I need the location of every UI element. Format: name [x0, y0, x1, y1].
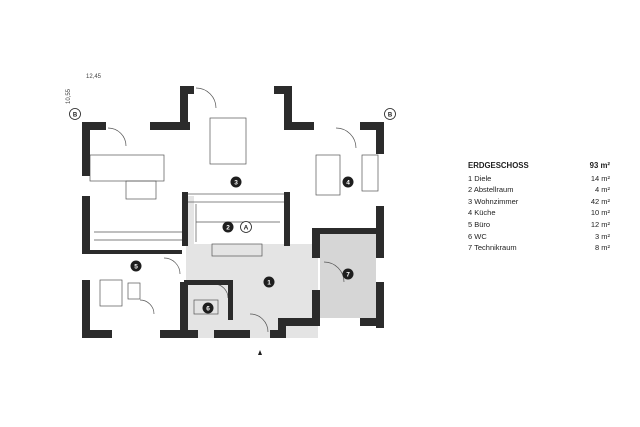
room-label: 1 Diele [468, 173, 492, 183]
svg-text:4: 4 [346, 179, 350, 186]
dimension-width: 12,45 [86, 74, 102, 80]
dimension-depth: 10,55 [66, 88, 72, 104]
room-marker-3: 3 [230, 176, 242, 188]
svg-text:2: 2 [226, 224, 230, 231]
room-label: 6 WC [468, 231, 487, 241]
room-marker-4: 4 [342, 176, 354, 188]
svg-text:7: 7 [346, 271, 350, 278]
svg-text:5: 5 [134, 263, 138, 270]
section-mark-left: B [69, 108, 81, 120]
svg-text:B: B [388, 112, 393, 118]
legend-row: 7 Technikraum 8 m² [468, 242, 610, 254]
room-label: 7 Technikraum [468, 243, 517, 253]
room-area: 4 m² [595, 185, 610, 195]
room-area: 8 m² [595, 243, 610, 253]
walls [82, 86, 384, 338]
legend-header: ERDGESCHOSS 93 m² [468, 160, 610, 172]
room-marker-1: 1 [263, 276, 275, 288]
legend-row: 1 Diele 14 m² [468, 173, 610, 185]
svg-text:B: B [73, 112, 78, 118]
legend-row: 3 Wohnzimmer 42 m² [468, 196, 610, 208]
legend-row: 2 Abstellraum 4 m² [468, 184, 610, 196]
room-area: 12 m² [590, 219, 610, 229]
stair-marker: A [240, 221, 252, 233]
room-markers: 1 2 3 4 5 6 7 [130, 176, 354, 314]
room-area: 42 m² [590, 196, 610, 206]
room-label: 3 Wohnzimmer [468, 196, 519, 206]
room-marker-2: 2 [222, 221, 234, 233]
room-area: 10 m² [590, 208, 610, 218]
svg-text:1: 1 [267, 279, 271, 286]
legend-total: 93 m² [589, 161, 610, 170]
room-label: 5 Büro [468, 219, 491, 229]
legend-row: 6 WC 3 m² [468, 231, 610, 243]
svg-text:A: A [244, 224, 249, 231]
section-mark-right: B [384, 108, 396, 120]
legend-row: 4 Küche 10 m² [468, 207, 610, 219]
room-marker-7: 7 [342, 268, 354, 280]
room-label: 2 Abstellraum [468, 185, 514, 195]
room-area: 14 m² [590, 173, 610, 183]
room-marker-5: 5 [130, 260, 142, 272]
room-marker-6: 6 [202, 302, 214, 314]
svg-text:3: 3 [234, 179, 238, 186]
room-label: 4 Küche [468, 208, 496, 218]
interior-lines [89, 87, 379, 333]
room-area: 3 m² [595, 231, 610, 241]
legend-row: 5 Büro 12 m² [468, 219, 610, 231]
tiled-floor [186, 196, 318, 338]
legend-title: ERDGESCHOSS [468, 161, 529, 170]
svg-text:6: 6 [206, 305, 210, 312]
entrance-arrow-icon [258, 350, 262, 355]
